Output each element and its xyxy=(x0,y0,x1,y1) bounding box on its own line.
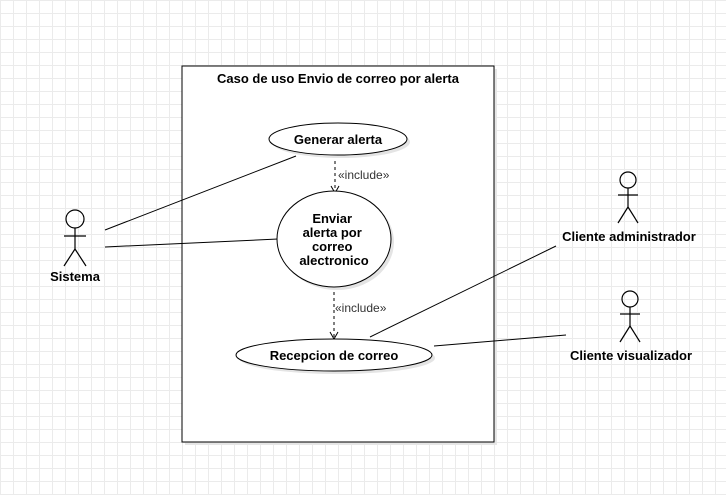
actor-cliente-visualizador-label: Cliente visualizador xyxy=(570,348,692,363)
actor-cliente-visualizador[interactable]: Cliente visualizador xyxy=(570,290,692,363)
actor-sistema-icon xyxy=(63,209,87,267)
actor-cliente-administrador-label: Cliente administrador xyxy=(562,229,696,244)
use-case-generar-alerta-label: Generar alerta xyxy=(294,132,383,147)
use-case-enviar-alerta-line-4: alectronico xyxy=(299,253,368,268)
include-label-1: «include» xyxy=(338,168,390,182)
actor-cliente-administrador-icon xyxy=(617,171,639,224)
association-sistema-generar-alerta xyxy=(104,155,297,231)
use-case-generar-alerta[interactable]: Generar alerta xyxy=(268,122,410,158)
actor-sistema[interactable]: Sistema xyxy=(50,209,101,284)
use-case-enviar-alerta[interactable]: Enviar alerta por correo alectronico xyxy=(276,190,394,290)
actor-cliente-visualizador-icon xyxy=(619,290,641,343)
use-case-enviar-alerta-label: Enviar alerta por correo alectronico xyxy=(299,211,368,268)
association-sistema-enviar-alerta xyxy=(104,238,279,248)
use-case-enviar-alerta-line-1: Enviar xyxy=(312,211,352,226)
actor-cliente-administrador[interactable]: Cliente administrador xyxy=(562,171,696,244)
association-visualizador-recepcion xyxy=(433,334,567,347)
include-relation-generar-enviar: «include» xyxy=(330,155,390,195)
include-label-2: «include» xyxy=(335,301,387,315)
system-title: Caso de uso Envio de correo por alerta xyxy=(217,71,460,86)
use-case-enviar-alerta-line-3: correo xyxy=(312,239,353,254)
use-case-recepcion-correo-label: Recepcion de correo xyxy=(270,348,399,363)
use-case-enviar-alerta-line-2: alerta por xyxy=(303,225,362,240)
actor-sistema-label: Sistema xyxy=(50,269,101,284)
use-case-recepcion-correo[interactable]: Recepcion de correo xyxy=(235,338,435,374)
association-administrador-recepcion xyxy=(369,245,557,338)
include-relation-enviar-recepcion: «include» xyxy=(329,286,387,341)
